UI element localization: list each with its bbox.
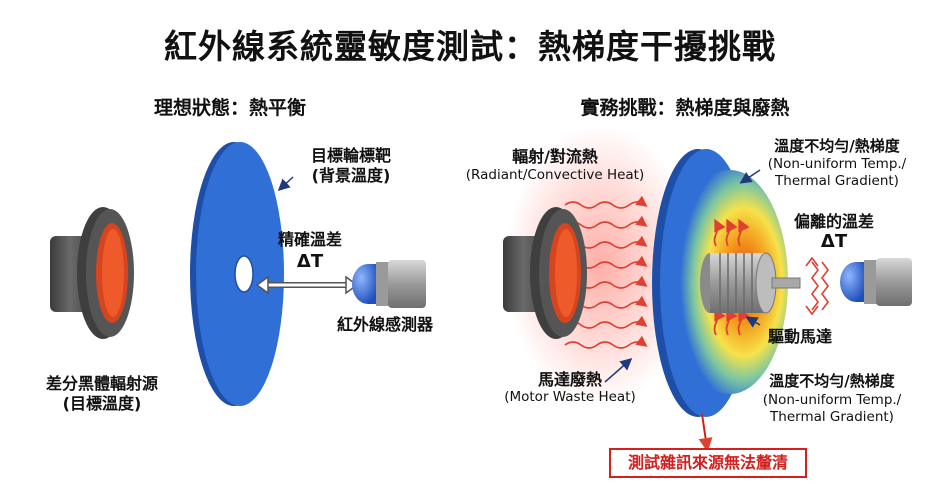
gradient-label-bottom: 溫度不均勻/熱梯度 — [769, 372, 895, 390]
biased-delta-symbol: ΔT — [820, 231, 848, 252]
biased-delta-label: 偏離的溫差 — [793, 212, 874, 231]
waste-label-en: (Motor Waste Heat) — [504, 389, 636, 405]
drive-motor — [700, 252, 801, 314]
ir-sensor-right — [840, 258, 912, 306]
page-title: 紅外線系統靈敏度測試：熱梯度干擾挑戰 — [164, 27, 776, 66]
left-heading: 理想狀態：熱平衡 — [153, 97, 306, 119]
target-disc — [190, 142, 284, 406]
gradient-label-top: 溫度不均勻/熱梯度 — [774, 137, 900, 155]
gradient-label-bottom-en1: (Non-uniform Temp./ — [762, 392, 902, 408]
delta-arrow — [255, 275, 359, 295]
waste-label: 馬達廢熱 — [537, 370, 602, 389]
blackbody-source-right — [503, 207, 587, 339]
radiant-label-en: (Radiant/Convective Heat) — [465, 167, 645, 183]
sensor-label: 紅外線感測器 — [336, 315, 433, 334]
source-label: 差分黑體輻射源 — [45, 374, 158, 393]
delta-label: 精確溫差 — [277, 230, 342, 249]
gradient-label-top-en2: Thermal Gradient) — [775, 173, 899, 189]
target-label: 目標輪標靶 — [310, 146, 391, 165]
source-label-sub: (目標溫度) — [62, 394, 142, 413]
target-label-sub: (背景溫度) — [311, 166, 391, 185]
biased-delta-arrow — [805, 256, 829, 316]
rising-heat-arrows — [713, 218, 750, 336]
gradient-label-top-en1: (Non-uniform Temp./ — [767, 156, 907, 172]
motor-label: 驅動馬達 — [767, 327, 832, 346]
radiant-label: 輻射/對流熱 — [512, 147, 598, 166]
ir-sensor — [352, 260, 426, 308]
right-heading: 實務挑戰：熱梯度與廢熱 — [580, 97, 790, 119]
warning-box: 測試雜訊來源無法釐清 — [609, 448, 807, 478]
blackbody-source — [50, 207, 134, 339]
delta-symbol: ΔT — [296, 251, 324, 272]
gradient-label-bottom-en2: Thermal Gradient) — [770, 409, 894, 425]
